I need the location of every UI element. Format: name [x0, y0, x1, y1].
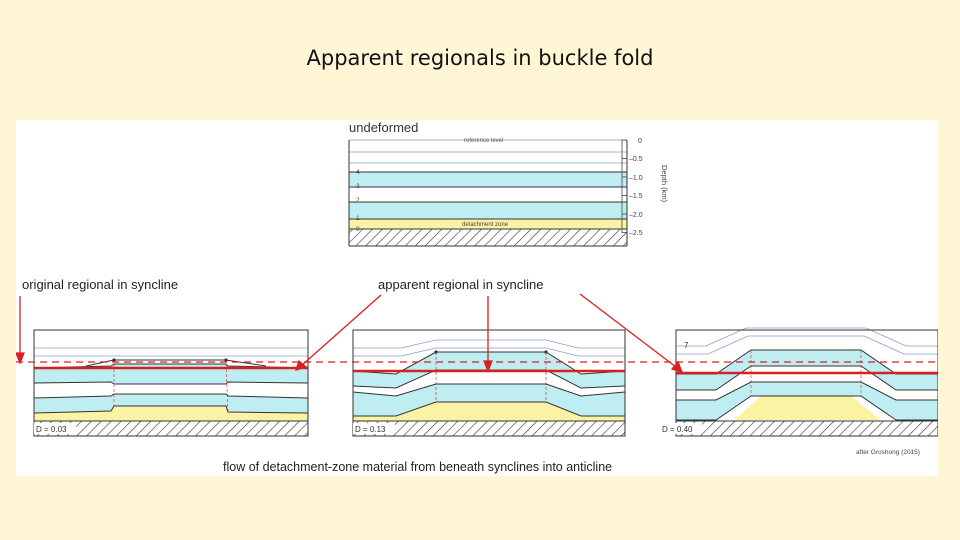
panel-d040: 7 D = 0.40 [660, 327, 939, 437]
slide-title: Apparent regionals in buckle fold [306, 46, 654, 70]
depth-axis-label: Depth (km) [660, 165, 669, 203]
panel-d013: D = 0.13 [352, 329, 626, 437]
reference-level-label: reference level [464, 138, 503, 144]
undeformed-panel: undeformed reference level detachment zo… [348, 120, 669, 247]
depth-tick-0: 0 [638, 138, 642, 145]
panel-2-d-label: D = 0.13 [355, 425, 386, 434]
layer-number-2: 2 [356, 197, 360, 204]
depth-tick-1.5: –1.5 [629, 193, 643, 200]
label-apparent-regional: apparent regional in syncline [378, 277, 544, 292]
detachment-zone-label: detachment zone [462, 222, 509, 228]
arrows [15, 293, 684, 374]
panel-3-d-label: D = 0.40 [662, 425, 693, 434]
layer-number-0: 0 [356, 226, 360, 233]
layer-number-1: 1 [356, 215, 360, 222]
panel-1-d-label: D = 0.03 [36, 425, 67, 434]
buckle-fold-figure: undeformed reference level detachment zo… [15, 120, 939, 476]
undeformed-title: undeformed [349, 120, 418, 135]
layer-number-3: 3 [356, 183, 360, 190]
depth-tick-2.0: –2.0 [629, 212, 643, 219]
panel-d003: D = 0.03 [33, 329, 309, 437]
depth-tick-2.5: –2.5 [629, 230, 643, 237]
figure-svg: undeformed reference level detachment zo… [15, 120, 939, 474]
depth-tick-0.5: –0.5 [629, 156, 643, 163]
credit: after Groshong (2015) [856, 449, 920, 456]
label-original-regional: original regional in syncline [22, 277, 178, 292]
panel-3-marker: 7 [684, 341, 689, 350]
depth-axis: 0 –0.5 –1.0 –1.5 –2.0 –2.5 Depth (km) [621, 138, 669, 237]
depth-tick-1.0: –1.0 [629, 175, 643, 182]
bottom-caption: flow of detachment-zone material from be… [223, 460, 612, 474]
layer-number-4: 4 [356, 169, 360, 176]
